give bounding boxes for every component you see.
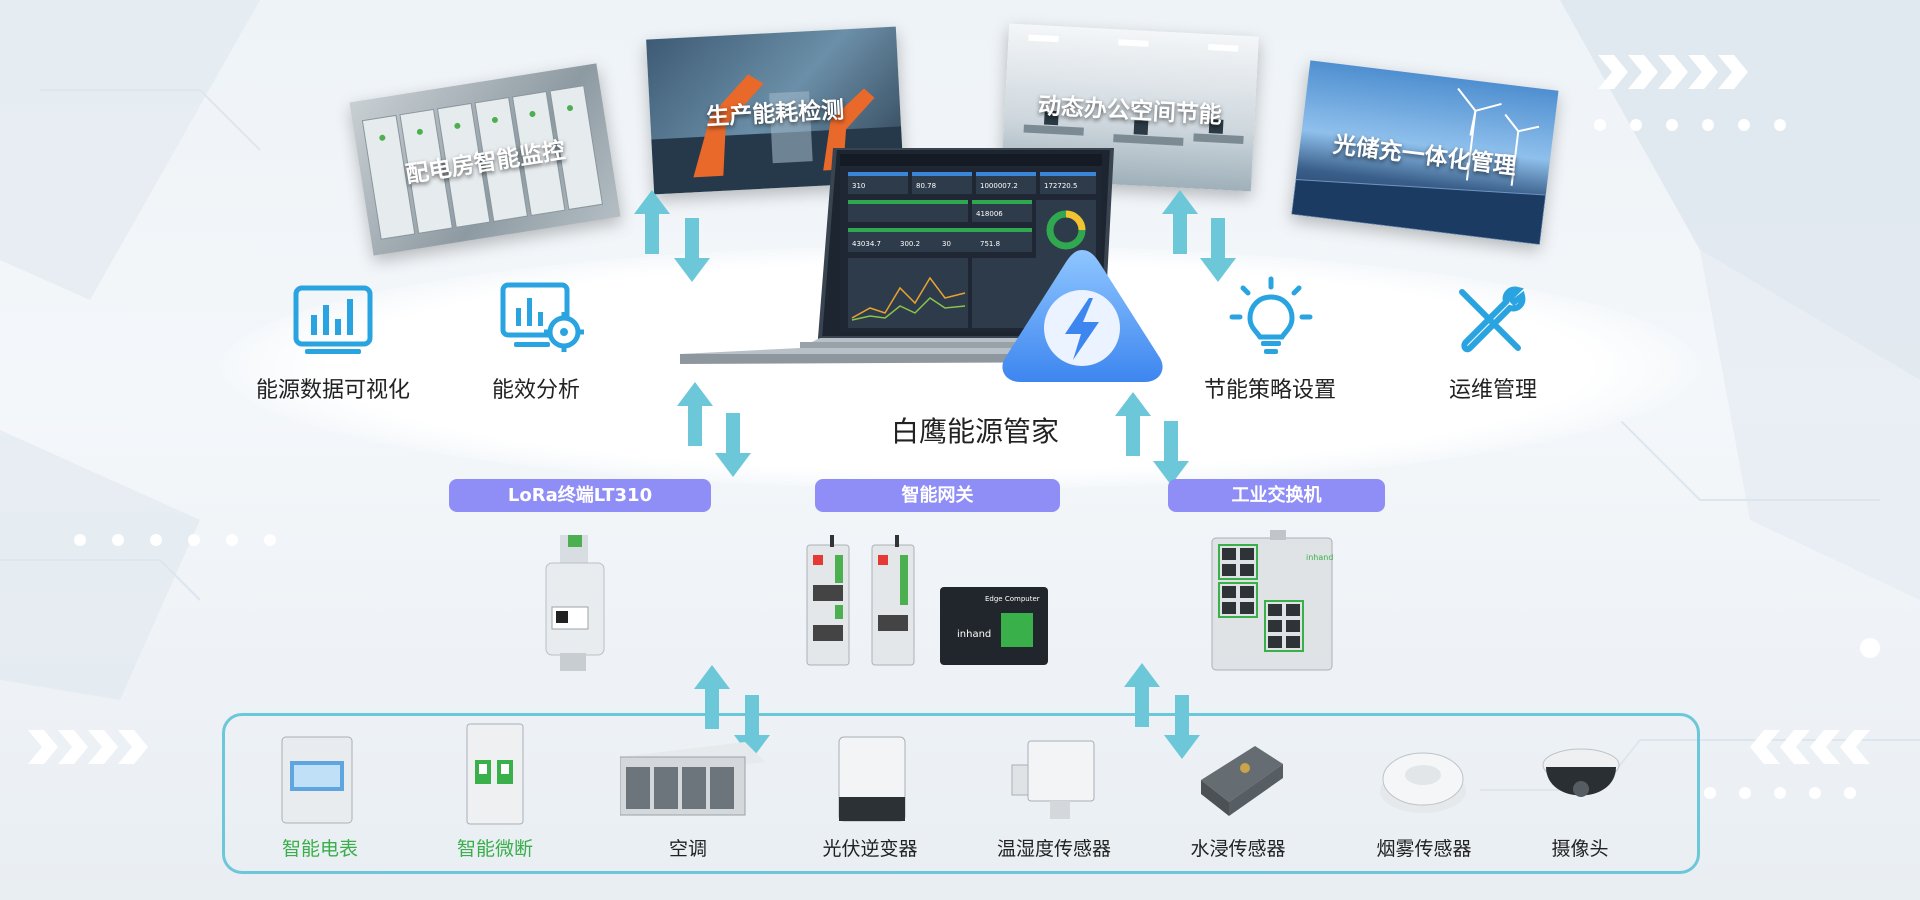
camera-image (1542, 748, 1620, 797)
smart-gateway-image: Edge Computer inhand (806, 535, 1048, 666)
device-panel (222, 713, 1700, 874)
laptop-dashboard: 310 80.78 1000007.2 172720.5 418006 4303… (680, 148, 1120, 364)
bar-chart-monitor-icon (293, 285, 373, 354)
pv-inverter-image (838, 736, 906, 822)
pill-lora: LoRa终端LT310 (449, 479, 711, 512)
device-label-breaker: 智能微断 (456, 838, 534, 860)
stat-value: 172720.5 (1044, 182, 1077, 190)
pill-gateway: 智能网关 (815, 479, 1060, 512)
stat-value: 43034.7 (852, 240, 881, 248)
air-conditioner-image (620, 742, 765, 816)
smoke-sensor-image (1380, 752, 1466, 813)
device-label-inverter: 光伏逆变器 (822, 838, 918, 860)
scene-card-power-room: 配电房智能监控 (349, 63, 621, 256)
device-label-meter: 智能电表 (281, 838, 359, 860)
pill-switch: 工业交换机 (1168, 479, 1385, 512)
stat-value: 418006 (976, 210, 1003, 218)
solar-wind-image (1291, 87, 1547, 245)
brand-text: inhand (1306, 553, 1333, 562)
feature-label-strategy: 节能策略设置 (1203, 378, 1337, 403)
scene-card-office: 动态办公空间节能 (1001, 23, 1259, 192)
feature-label-maintenance: 运维管理 (1448, 378, 1538, 403)
smart-meter-image (281, 736, 353, 824)
stat-value: 310 (852, 182, 865, 190)
device-label-humidity: 温湿度传感器 (996, 838, 1112, 860)
feature-label-visualization: 能源数据可视化 (255, 378, 411, 403)
platform-title: 白鹰能源管家 (890, 415, 1060, 448)
device-label-ac: 空调 (668, 838, 708, 860)
stat-value: 80.78 (916, 182, 936, 190)
brand-text: inhand (957, 629, 991, 640)
stat-value: 1000007.2 (980, 182, 1018, 190)
edge-computer-text: Edge Computer (985, 595, 1040, 603)
tools-icon (1459, 286, 1526, 353)
device-label-camera: 摄像头 (1551, 838, 1609, 860)
switchgear-image (361, 85, 604, 240)
device-label-water: 水浸传感器 (1190, 838, 1286, 860)
stat-value: 751.8 (980, 240, 1000, 248)
office-image (1023, 34, 1244, 146)
water-sensor-image (1201, 746, 1283, 816)
lightning-icon (1002, 250, 1163, 382)
lora-terminal-image (545, 535, 605, 671)
scene-card-solar-storage: 光储充一体化管理 (1291, 60, 1559, 245)
stat-value: 30 (942, 240, 951, 248)
feature-label-efficiency: 能效分析 (491, 378, 581, 403)
smart-breaker-image (466, 723, 524, 825)
industrial-switch-image: inhand (1211, 530, 1333, 671)
stat-value: 300.2 (900, 240, 920, 248)
chevron-decoration (28, 55, 1870, 764)
lightbulb-icon (1229, 276, 1313, 354)
monitor-gear-icon (500, 282, 584, 352)
device-label-smoke: 烟雾传感器 (1376, 838, 1472, 860)
humidity-sensor-image (1011, 740, 1095, 819)
